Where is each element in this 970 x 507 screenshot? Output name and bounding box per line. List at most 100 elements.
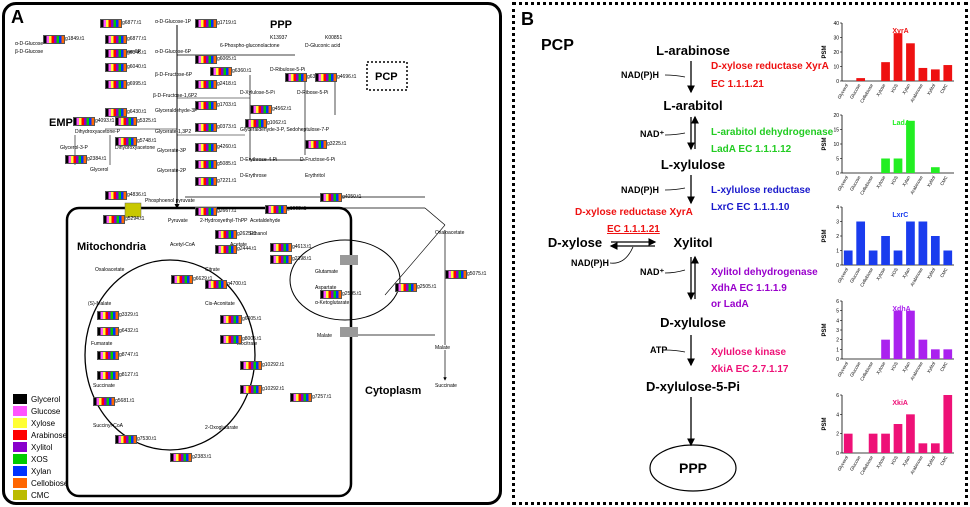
met-glycerate-2p: Glycerate-2P	[157, 168, 187, 174]
gene-expression-strip	[195, 80, 217, 89]
y-tick-label: 0	[836, 171, 839, 177]
category-label: XOS	[890, 83, 899, 94]
met-a-ketoglutarate: α-Ketoglutarate	[315, 300, 350, 306]
bar	[918, 339, 928, 359]
legend-swatch	[13, 418, 27, 428]
gene-id-label: g2418.t1	[217, 81, 237, 87]
met-succinate-cyto: Succinate	[435, 383, 457, 389]
gene-expression-strip	[43, 35, 65, 44]
met-oxaloacetate-cyto: Oxaloacetate	[435, 230, 465, 236]
gene-id-label: g8127.t1	[119, 372, 139, 378]
met-succinate: Succinate	[93, 383, 115, 389]
gene-id-label: g4562.t1	[272, 106, 292, 112]
bar	[943, 395, 953, 453]
gene-id-label: g7257.t1	[312, 394, 332, 400]
category-label: Xylose	[875, 361, 886, 376]
gene-id-label: g0373.t1	[217, 124, 237, 130]
y-tick-label: 4	[836, 318, 839, 324]
gene-expression-strip	[270, 255, 292, 264]
y-tick-label: 1	[836, 347, 839, 353]
category-label: Glucose	[849, 361, 862, 378]
cofactor-atp: ATP	[650, 345, 668, 355]
category-label: Xylan	[901, 455, 911, 468]
bar	[868, 250, 878, 265]
bar	[893, 158, 903, 173]
legend-label: Xylose	[31, 418, 56, 428]
y-tick-label: 20	[833, 113, 839, 119]
cofactor-nadph-1: NAD(P)H	[621, 70, 659, 80]
category-label: XOS	[890, 175, 899, 186]
gene-id-label: g1062.t1	[267, 120, 287, 126]
gene-id-label: g4050.t1	[342, 194, 362, 200]
pcp-region-label: PCP	[375, 71, 398, 83]
gene-expression-strip	[115, 117, 137, 126]
bar	[881, 339, 890, 359]
gene-expression-strip	[250, 105, 272, 114]
gene-id-label: g1608.t1	[287, 206, 307, 212]
gene-expression-strip	[195, 143, 217, 152]
category-label: Xylitol	[926, 175, 936, 188]
y-tick-label: 5	[836, 309, 839, 315]
gene-expression-strip	[240, 361, 262, 370]
gene-id-label: g2505.t1	[342, 291, 362, 297]
category-label: Cellobiose	[859, 455, 874, 476]
gene-expression-strip	[395, 283, 417, 292]
bar	[843, 433, 853, 453]
panel-a-metabolic-map: A	[2, 2, 502, 505]
met-cis-aconitate: Cis-Aconitate	[205, 301, 235, 307]
legend-label: Xylitol	[31, 442, 53, 452]
y-tick-label: 40	[833, 21, 839, 27]
pcp-box	[366, 61, 408, 91]
gene-id-label: g6432.t1	[119, 328, 139, 334]
bar	[843, 250, 853, 265]
category-label: Xylitol	[926, 267, 936, 280]
gene-expression-strip	[103, 215, 125, 224]
bar	[930, 167, 940, 173]
bar	[906, 43, 915, 81]
met-citrate: Citrate	[205, 267, 220, 273]
category-label: Glucose	[849, 175, 862, 192]
met-g3p-sed7p: Glyceraldehyde-3-P, Sedoheptulose-7-P	[240, 127, 330, 133]
gene-id-label: g7221.t1	[217, 178, 237, 184]
gene-expression-strip	[115, 137, 137, 146]
category-label: Arabinose	[909, 175, 924, 195]
category-label: CMC	[939, 82, 949, 94]
cofactor-nad-2: NAD⁺	[640, 267, 665, 277]
gene-id-label: g7530.t1	[137, 436, 157, 442]
category-label: XOS	[890, 455, 899, 466]
legend-swatch	[13, 490, 27, 500]
legend-item: Glycerol	[13, 393, 60, 405]
gene-expression-strip	[105, 49, 127, 58]
gene-id-label: g6629.t1	[193, 276, 213, 282]
legend-swatch	[13, 442, 27, 452]
gene-expression-strip	[215, 230, 237, 239]
met-malate-cyto: Malate	[435, 345, 451, 351]
y-tick-label: 5	[836, 157, 839, 163]
legend-swatch	[13, 394, 27, 404]
gene-expression-strip	[195, 55, 217, 64]
y-tick-label: 4	[836, 412, 839, 418]
legend-swatch	[13, 454, 27, 464]
cytoplasm-label: Cytoplasm	[365, 385, 422, 397]
y-tick-label: 10	[833, 142, 839, 148]
gene-id-label: g2444.t1	[237, 246, 257, 252]
gene-expression-strip	[240, 385, 262, 394]
met-glycerate-13p2: Glycerate-1,3P2	[155, 129, 192, 135]
category-label: Glucose	[849, 83, 862, 100]
met-b-d-glucose: β-D-Glucose	[15, 49, 44, 55]
met-aspartate: Aspartate	[315, 285, 337, 291]
kegg-k13937: K13937	[270, 35, 288, 41]
category-label: CMC	[939, 360, 949, 372]
gene-expression-strip	[97, 327, 119, 336]
gene-id-label: g2384.t1	[87, 156, 107, 162]
met-fumarate: Fumarate	[91, 341, 113, 347]
category-label: Cellobiose	[859, 361, 874, 382]
met-l-arabinose: L-arabinose	[656, 43, 730, 58]
legend-label: Glucose	[31, 406, 61, 416]
met-acetate: Acetate	[230, 242, 247, 248]
gene-id-label: g4700.t1	[227, 281, 247, 287]
bar	[930, 236, 940, 265]
